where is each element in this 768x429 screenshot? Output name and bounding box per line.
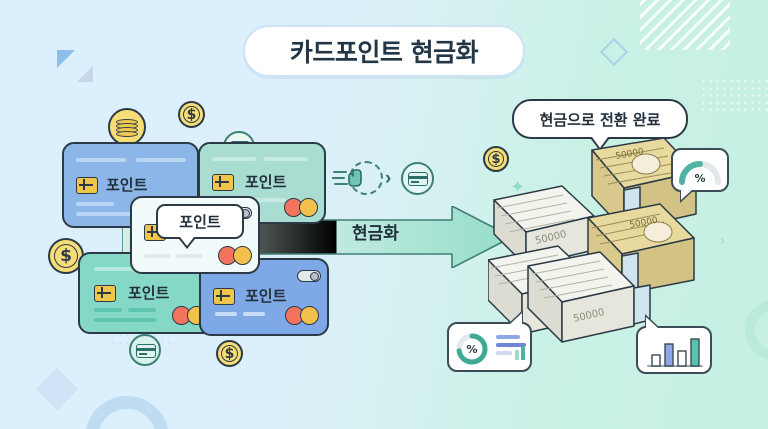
- point-bubble: 포인트: [156, 204, 244, 249]
- triangle-decoration-blue: [57, 50, 75, 68]
- bar-chart-card: [636, 314, 712, 374]
- ring-decoration-bottom-left: [85, 396, 169, 429]
- coin-inner-ring: [221, 345, 238, 362]
- diamond-outline-decoration: [599, 37, 629, 67]
- card-toggle[interactable]: [297, 270, 321, 282]
- card-label: 포인트: [245, 173, 287, 191]
- card-line: [176, 254, 202, 258]
- dot-grid-decoration-top-right: [700, 78, 768, 114]
- mini-bar: [515, 350, 519, 360]
- card-line: [94, 318, 156, 322]
- bar-chart-icon: [647, 338, 703, 367]
- mastercard-logo: [284, 198, 318, 217]
- card-line: [144, 254, 170, 258]
- page-title: 카드포인트 현금화: [289, 38, 479, 67]
- coin-inner-ring: [183, 106, 200, 123]
- donut-percent-card: %: [447, 310, 532, 372]
- chip-icon: [212, 174, 234, 191]
- svg-text:50000: 50000: [615, 147, 645, 162]
- card-line: [215, 312, 237, 316]
- dollar-coin-icon: $: [178, 101, 205, 128]
- cash-bundles-illustration: 50000 50000: [488, 138, 704, 348]
- mini-bar: [521, 346, 525, 360]
- triangle-decoration-grey: [77, 66, 93, 82]
- conversion-complete-label: 현금으로 전환 완료: [539, 110, 661, 129]
- credit-card-small-icon: [408, 172, 428, 186]
- card-line: [76, 158, 126, 162]
- card-line: [264, 157, 308, 161]
- ring-decoration-right: [745, 300, 768, 360]
- card-line: [212, 157, 256, 161]
- gauge-percent-icon: %: [679, 161, 721, 185]
- card-label: 포인트: [106, 176, 148, 194]
- coin-stack-glyph: [116, 118, 138, 137]
- card-label: 포인트: [128, 284, 170, 302]
- svg-text:%: %: [466, 343, 477, 356]
- chip-icon: [76, 177, 98, 194]
- chevron-decoration-right: ›: [720, 232, 726, 249]
- card-line: [243, 312, 265, 316]
- credit-card-circle-icon: [401, 162, 434, 195]
- point-bubble-label: 포인트: [179, 213, 221, 231]
- mastercard-logo: [218, 246, 252, 265]
- card-line: [76, 202, 114, 206]
- credit-card-small-icon: [136, 344, 156, 358]
- svg-text:%: %: [694, 172, 705, 185]
- card-line: [76, 212, 132, 216]
- coin-inner-ring: [488, 151, 504, 167]
- card-line: [94, 267, 144, 271]
- dollar-coin-icon-money: $: [483, 146, 509, 172]
- card-line: [128, 308, 156, 312]
- sparkle-icon: ✦: [510, 177, 526, 197]
- credit-card-circle-icon-bottom: [129, 334, 161, 366]
- chevron-right-icon: ›: [385, 168, 392, 189]
- info-line: [496, 343, 526, 347]
- coin-stack-icon: [108, 108, 146, 146]
- coin-inner-ring: [54, 244, 78, 268]
- dollar-coin-icon-bottom: $: [216, 340, 243, 367]
- diamond-filled-decoration: [35, 367, 79, 411]
- card-line: [94, 308, 122, 312]
- card-line: [136, 158, 186, 162]
- diagonal-stripes-decoration: [640, 0, 730, 50]
- chip-icon: [94, 285, 116, 302]
- page-title-pill: 카드포인트 현금화: [243, 25, 525, 77]
- chip-icon: [213, 288, 235, 305]
- gauge-percent-card: %: [671, 148, 729, 203]
- mastercard-logo: [285, 306, 319, 325]
- conversion-complete-bubble: 현금으로 전환 완료: [512, 99, 688, 151]
- cash-bundle-front-center: 50000: [527, 251, 651, 343]
- card-label: 포인트: [245, 287, 287, 305]
- donut-percent-icon: %: [456, 333, 488, 365]
- info-line: [496, 351, 512, 355]
- card-line: [252, 198, 286, 202]
- arrow-label: 현금화: [352, 224, 399, 244]
- point-card-mint-top[interactable]: 포인트: [198, 142, 326, 224]
- hand-tap-glyph: [332, 169, 362, 187]
- info-line: [496, 335, 520, 339]
